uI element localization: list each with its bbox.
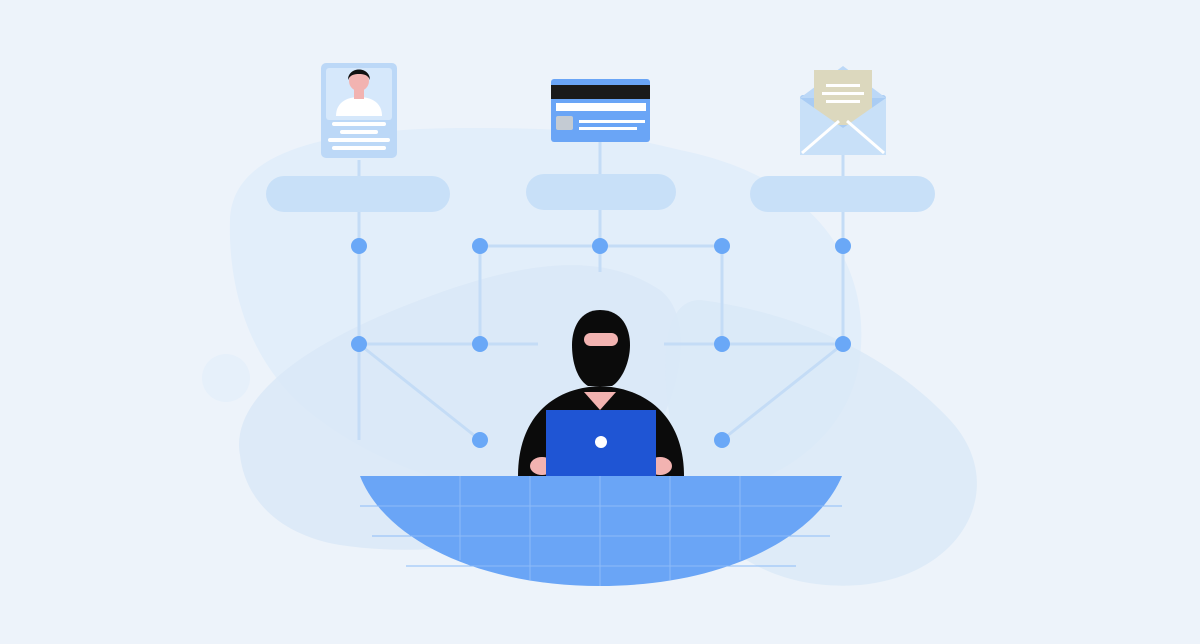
node bbox=[472, 432, 488, 448]
neck-skin bbox=[584, 392, 616, 410]
node bbox=[592, 238, 608, 254]
node bbox=[351, 238, 367, 254]
node bbox=[835, 238, 851, 254]
network-nodes bbox=[351, 238, 851, 448]
node bbox=[714, 238, 730, 254]
node bbox=[472, 238, 488, 254]
node bbox=[351, 336, 367, 352]
node bbox=[714, 336, 730, 352]
laptop-logo-icon bbox=[595, 436, 607, 448]
envelope-icon bbox=[800, 66, 886, 155]
node bbox=[714, 432, 730, 448]
laptop-icon bbox=[546, 410, 656, 476]
id-card-icon bbox=[321, 63, 397, 158]
small-blob bbox=[202, 354, 250, 402]
mask-eye-slit bbox=[584, 333, 618, 346]
credit-card-icon bbox=[551, 79, 650, 142]
label-pill-right bbox=[750, 176, 935, 212]
hacker-head bbox=[572, 310, 630, 386]
desk bbox=[360, 476, 842, 586]
label-pill-center bbox=[526, 174, 676, 210]
node bbox=[835, 336, 851, 352]
label-pill-left bbox=[266, 176, 450, 212]
node bbox=[472, 336, 488, 352]
